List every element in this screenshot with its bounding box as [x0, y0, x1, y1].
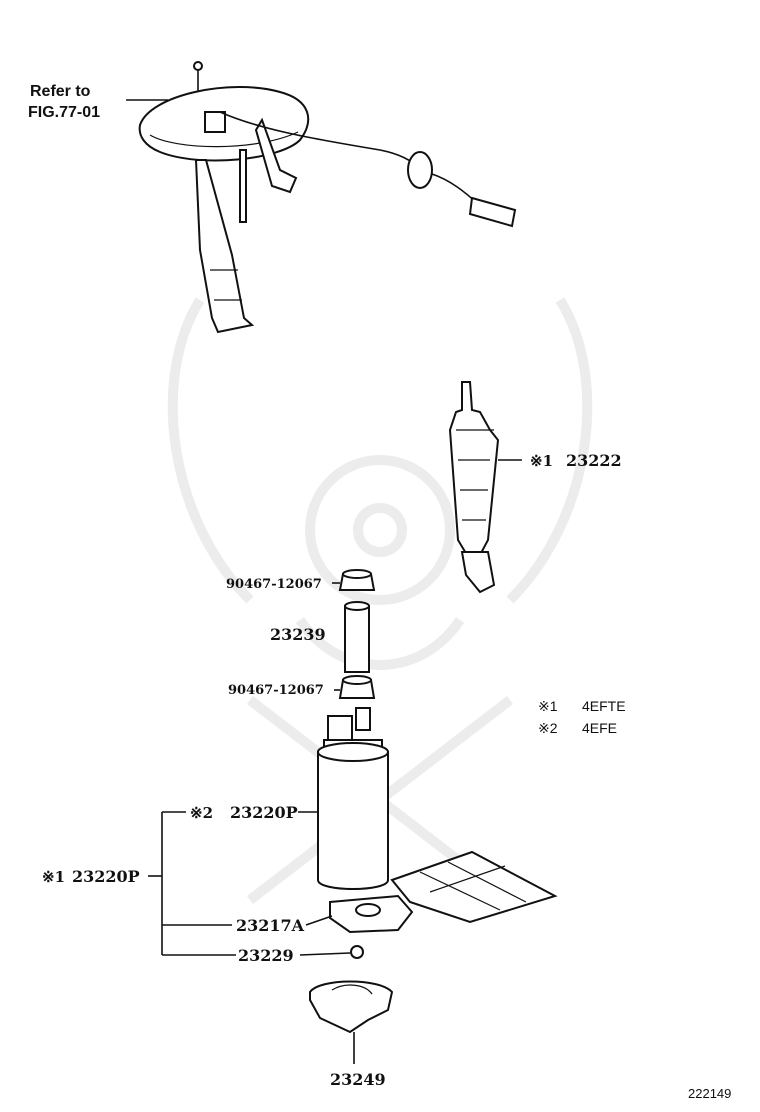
part-90467-top-number: 90467-12067: [226, 577, 322, 592]
part-23222-mark: ※1: [530, 452, 553, 470]
clamp-bottom-icon: [338, 675, 376, 699]
part-23239-number: 23239: [270, 625, 326, 644]
clamp-top-icon: [338, 569, 376, 591]
hose-23239-icon: [344, 601, 370, 673]
bracket-leaders: [148, 811, 351, 956]
legend-2-mark: ※2: [538, 720, 558, 736]
legend-1-mark: ※1: [538, 698, 558, 714]
part-23220P-1-number: 23220P: [72, 867, 140, 886]
part-23220P-1-mark: ※1: [42, 868, 65, 886]
part-23220P-2-number: 23220P: [230, 803, 298, 822]
legend-1-code: 4EFTE: [582, 698, 626, 714]
figure-number: 222149: [688, 1086, 731, 1101]
part-90467-bottom-number: 90467-12067: [228, 683, 324, 698]
part-23229-icon: [350, 945, 364, 959]
refer-note-line1: Refer to: [30, 83, 91, 100]
refer-note-line2: FIG.77-01: [28, 104, 100, 121]
part-23249-number: 23249: [330, 1070, 386, 1089]
fuel-pump-23220P-icon: [317, 707, 389, 890]
fuel-filter-23217A-icon: [329, 850, 558, 934]
legend-2-code: 4EFE: [582, 720, 617, 736]
part-23220P-2-mark: ※2: [190, 804, 213, 822]
fuel-sender-assembly-icon: [138, 61, 517, 334]
part-23229-number: 23229: [238, 946, 294, 965]
part-23249-icon: [309, 980, 394, 1034]
part-23222-number: 23222: [566, 451, 622, 470]
part-23222-icon: [448, 381, 500, 594]
part-23217A-number: 23217A: [236, 916, 305, 935]
